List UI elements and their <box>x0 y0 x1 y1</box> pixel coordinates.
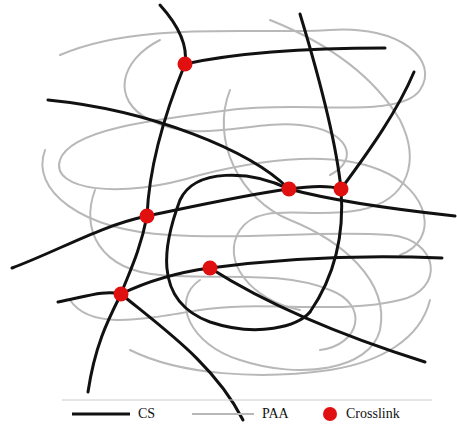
crosslink-dot <box>203 261 218 276</box>
crosslink-dot <box>282 182 297 197</box>
crosslink-sample <box>323 407 337 421</box>
cs-chain <box>300 14 342 312</box>
chain-sample <box>192 413 254 415</box>
legend-swatch <box>192 404 254 424</box>
cs-chain <box>12 72 414 268</box>
crosslinks <box>114 57 349 302</box>
crosslink-dot <box>114 287 129 302</box>
crosslink-dot <box>178 57 193 72</box>
legend-item: CS <box>72 404 157 424</box>
cs-chain <box>48 100 455 216</box>
crosslink-dot <box>140 209 155 224</box>
legend-label: PAA <box>260 406 291 422</box>
legend-item: PAA <box>192 404 291 424</box>
legend-swatch <box>322 404 338 424</box>
legend-label: CS <box>136 406 157 422</box>
legend-swatch <box>72 404 130 424</box>
paa-chain <box>59 30 425 255</box>
crosslink-dot <box>334 182 349 197</box>
chain-sample <box>72 413 130 416</box>
cs-chains <box>12 5 455 420</box>
paa-chain <box>186 90 381 370</box>
legend-label: Crosslink <box>344 406 402 422</box>
cs-chain <box>185 48 385 64</box>
legend-item: Crosslink <box>322 404 402 424</box>
cs-chain <box>210 268 425 362</box>
legend-rule <box>62 400 432 401</box>
cs-chain <box>58 293 243 420</box>
cs-chain <box>167 175 310 329</box>
